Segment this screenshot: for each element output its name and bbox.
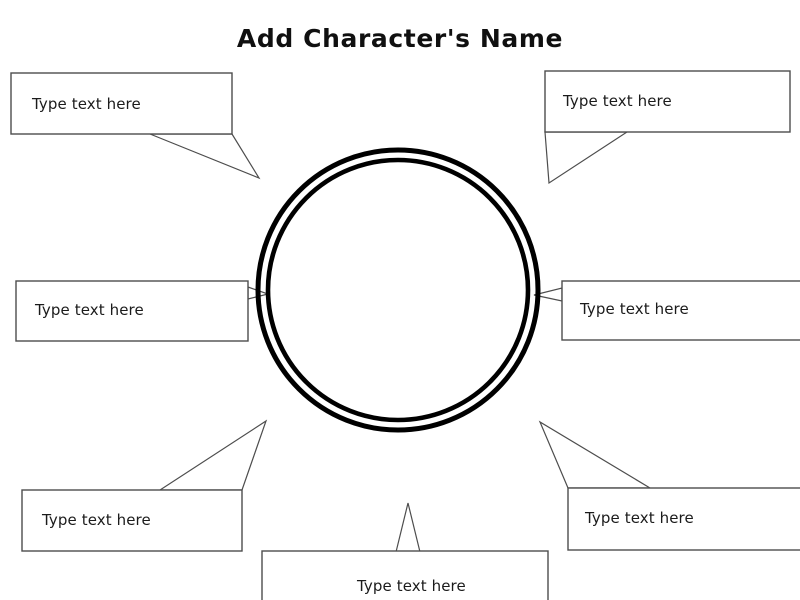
- callout-box-top-right[interactable]: [544, 70, 791, 133]
- callout-box-bottom-left[interactable]: [21, 489, 243, 552]
- callout-box-bottom-right[interactable]: [567, 487, 800, 551]
- callout-label-bottom-center[interactable]: Type text here: [357, 577, 466, 595]
- callout-tail-bottom-center: [395, 502, 421, 553]
- callout-box-bottom-center[interactable]: [261, 550, 549, 600]
- callout-label-middle-left[interactable]: Type text here: [35, 301, 144, 319]
- center-circle-outer-ring[interactable]: [255, 147, 541, 433]
- page-title[interactable]: Add Character's Name: [236, 24, 564, 53]
- callout-tail-bottom-left: [157, 419, 268, 491]
- callout-box-middle-left[interactable]: [15, 280, 249, 342]
- callout-box-middle-right[interactable]: [561, 280, 800, 341]
- callout-tail-top-right: [544, 131, 630, 185]
- callout-label-bottom-left[interactable]: Type text here: [42, 511, 151, 529]
- callout-tail-bottom-right: [538, 420, 653, 489]
- callout-label-bottom-right[interactable]: Type text here: [585, 509, 694, 527]
- callout-label-top-left[interactable]: Type text here: [32, 95, 141, 113]
- callout-label-middle-right[interactable]: Type text here: [580, 300, 689, 318]
- callout-tail-top-left: [149, 133, 261, 180]
- callout-box-top-left[interactable]: [10, 72, 233, 135]
- center-circle-inner-ring[interactable]: [265, 157, 531, 423]
- callout-label-top-right[interactable]: Type text here: [563, 92, 672, 110]
